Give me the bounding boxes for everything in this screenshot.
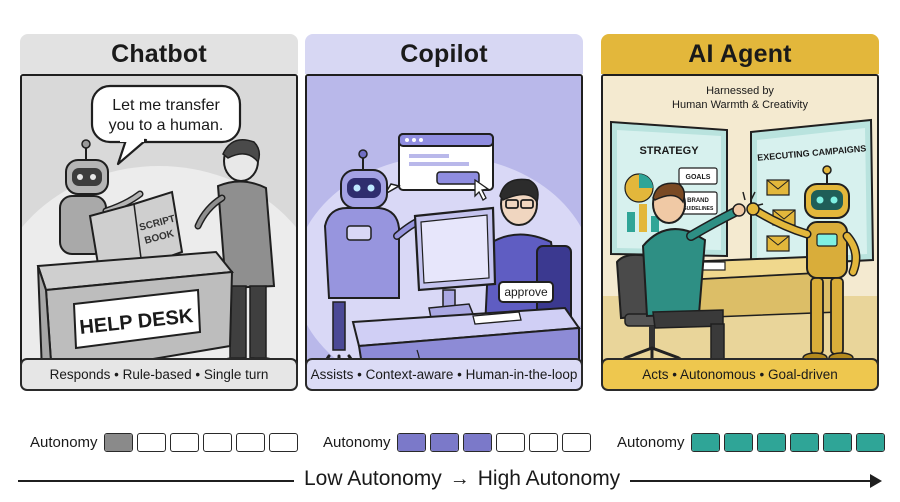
autonomy-box bbox=[495, 433, 525, 452]
script-book: SCRIPT BOOK bbox=[88, 190, 184, 278]
caption-line-1: Harnessed by bbox=[706, 85, 774, 97]
autonomy-box-fill bbox=[430, 434, 458, 451]
autonomy-box bbox=[429, 433, 459, 452]
chatbot-scene: Let me transfer you to a human. SCRIPT bbox=[20, 74, 298, 386]
chatbot-tagline: Responds • Rule-based • Single turn bbox=[20, 358, 298, 391]
chatbot-human bbox=[194, 139, 276, 367]
ai-agent-panel: AI Agent Harnessed by Human Warmth & Cre… bbox=[601, 34, 879, 386]
copilot-tagline: Assists • Context-aware • Human-in-the-l… bbox=[305, 358, 583, 391]
speech-line-1: Let me transfer bbox=[112, 97, 220, 114]
autonomy-box bbox=[268, 433, 298, 452]
autonomy-label: Autonomy bbox=[30, 434, 98, 451]
approve-button-text: approve bbox=[504, 285, 548, 299]
autonomy-box bbox=[136, 433, 166, 452]
ai-agent-autonomy-meter: Autonomy bbox=[617, 433, 885, 452]
autonomy-label: Autonomy bbox=[617, 434, 685, 451]
ai-agent-illustration: Harnessed by Human Warmth & Creativity S… bbox=[603, 76, 877, 384]
speech-bubble: Let me transfer you to a human. bbox=[90, 84, 242, 166]
autonomy-axis: Low Autonomy → High Autonomy bbox=[18, 464, 882, 498]
autonomy-boxes bbox=[103, 433, 298, 452]
autonomy-boxes bbox=[396, 433, 591, 452]
autonomy-box bbox=[462, 433, 492, 452]
autonomy-box-fill bbox=[856, 434, 884, 451]
chatbot-illustration: Let me transfer you to a human. SCRIPT bbox=[22, 76, 296, 384]
copilot-autonomy-meter: Autonomy bbox=[323, 433, 591, 452]
board-left-guidelines: GUIDELINES bbox=[683, 206, 714, 212]
board-left-goals: GOALS bbox=[686, 174, 711, 181]
autonomy-box-fill bbox=[823, 434, 851, 451]
chatbot-title: Chatbot bbox=[20, 34, 298, 74]
board-left-brand: BRAND bbox=[687, 198, 709, 204]
autonomy-box bbox=[528, 433, 558, 452]
help-desk: HELP DESK bbox=[36, 250, 234, 378]
chatbot-panel: Chatbot Let me transfer you to a human. bbox=[20, 34, 298, 386]
autonomy-box bbox=[756, 433, 786, 452]
autonomy-box bbox=[855, 433, 885, 452]
copilot-scene: approve bbox=[305, 74, 583, 386]
autonomy-box bbox=[396, 433, 426, 452]
autonomy-box-fill bbox=[790, 434, 818, 451]
autonomy-box-fill bbox=[724, 434, 752, 451]
autonomy-box-fill bbox=[397, 434, 425, 451]
speech-line-2: you to a human. bbox=[109, 117, 224, 134]
axis-low-label: Low Autonomy bbox=[304, 467, 442, 490]
caption-line-2: Human Warmth & Creativity bbox=[672, 99, 808, 111]
axis-arrowhead bbox=[870, 474, 882, 488]
copilot-panel: Copilot bbox=[305, 34, 583, 386]
autonomy-box bbox=[103, 433, 133, 452]
ai-agent-scene: Harnessed by Human Warmth & Creativity S… bbox=[601, 74, 879, 386]
agent-human bbox=[641, 182, 746, 370]
agent-robot bbox=[746, 165, 861, 364]
copilot-title: Copilot bbox=[305, 34, 583, 74]
axis-arrow-icon: → bbox=[449, 467, 470, 490]
axis-label: Low Autonomy → High Autonomy bbox=[294, 467, 631, 491]
ai-agent-title: AI Agent bbox=[601, 34, 879, 74]
autonomy-box bbox=[789, 433, 819, 452]
autonomy-box bbox=[822, 433, 852, 452]
strategy-board: STRATEGY GOALS BRAND GUIDELINES bbox=[610, 120, 728, 258]
autonomy-box bbox=[169, 433, 199, 452]
autonomy-box bbox=[561, 433, 591, 452]
autonomy-box bbox=[202, 433, 232, 452]
autonomy-box-fill bbox=[104, 434, 132, 451]
ai-agent-tagline: Acts • Autonomous • Goal-driven bbox=[601, 358, 879, 391]
autonomy-box-fill bbox=[463, 434, 491, 451]
autonomy-box-fill bbox=[691, 434, 719, 451]
approve-button: approve bbox=[498, 281, 554, 303]
autonomy-box bbox=[723, 433, 753, 452]
floating-browser-window bbox=[382, 133, 494, 201]
autonomy-box-fill bbox=[757, 434, 785, 451]
autonomy-box bbox=[690, 433, 720, 452]
autonomy-label: Autonomy bbox=[323, 434, 391, 451]
board-left-title: STRATEGY bbox=[639, 145, 699, 157]
autonomy-box bbox=[235, 433, 265, 452]
axis-high-label: High Autonomy bbox=[477, 467, 621, 490]
chatbot-autonomy-meter: Autonomy bbox=[30, 433, 298, 452]
autonomy-boxes bbox=[690, 433, 885, 452]
copilot-illustration: approve bbox=[307, 76, 581, 384]
